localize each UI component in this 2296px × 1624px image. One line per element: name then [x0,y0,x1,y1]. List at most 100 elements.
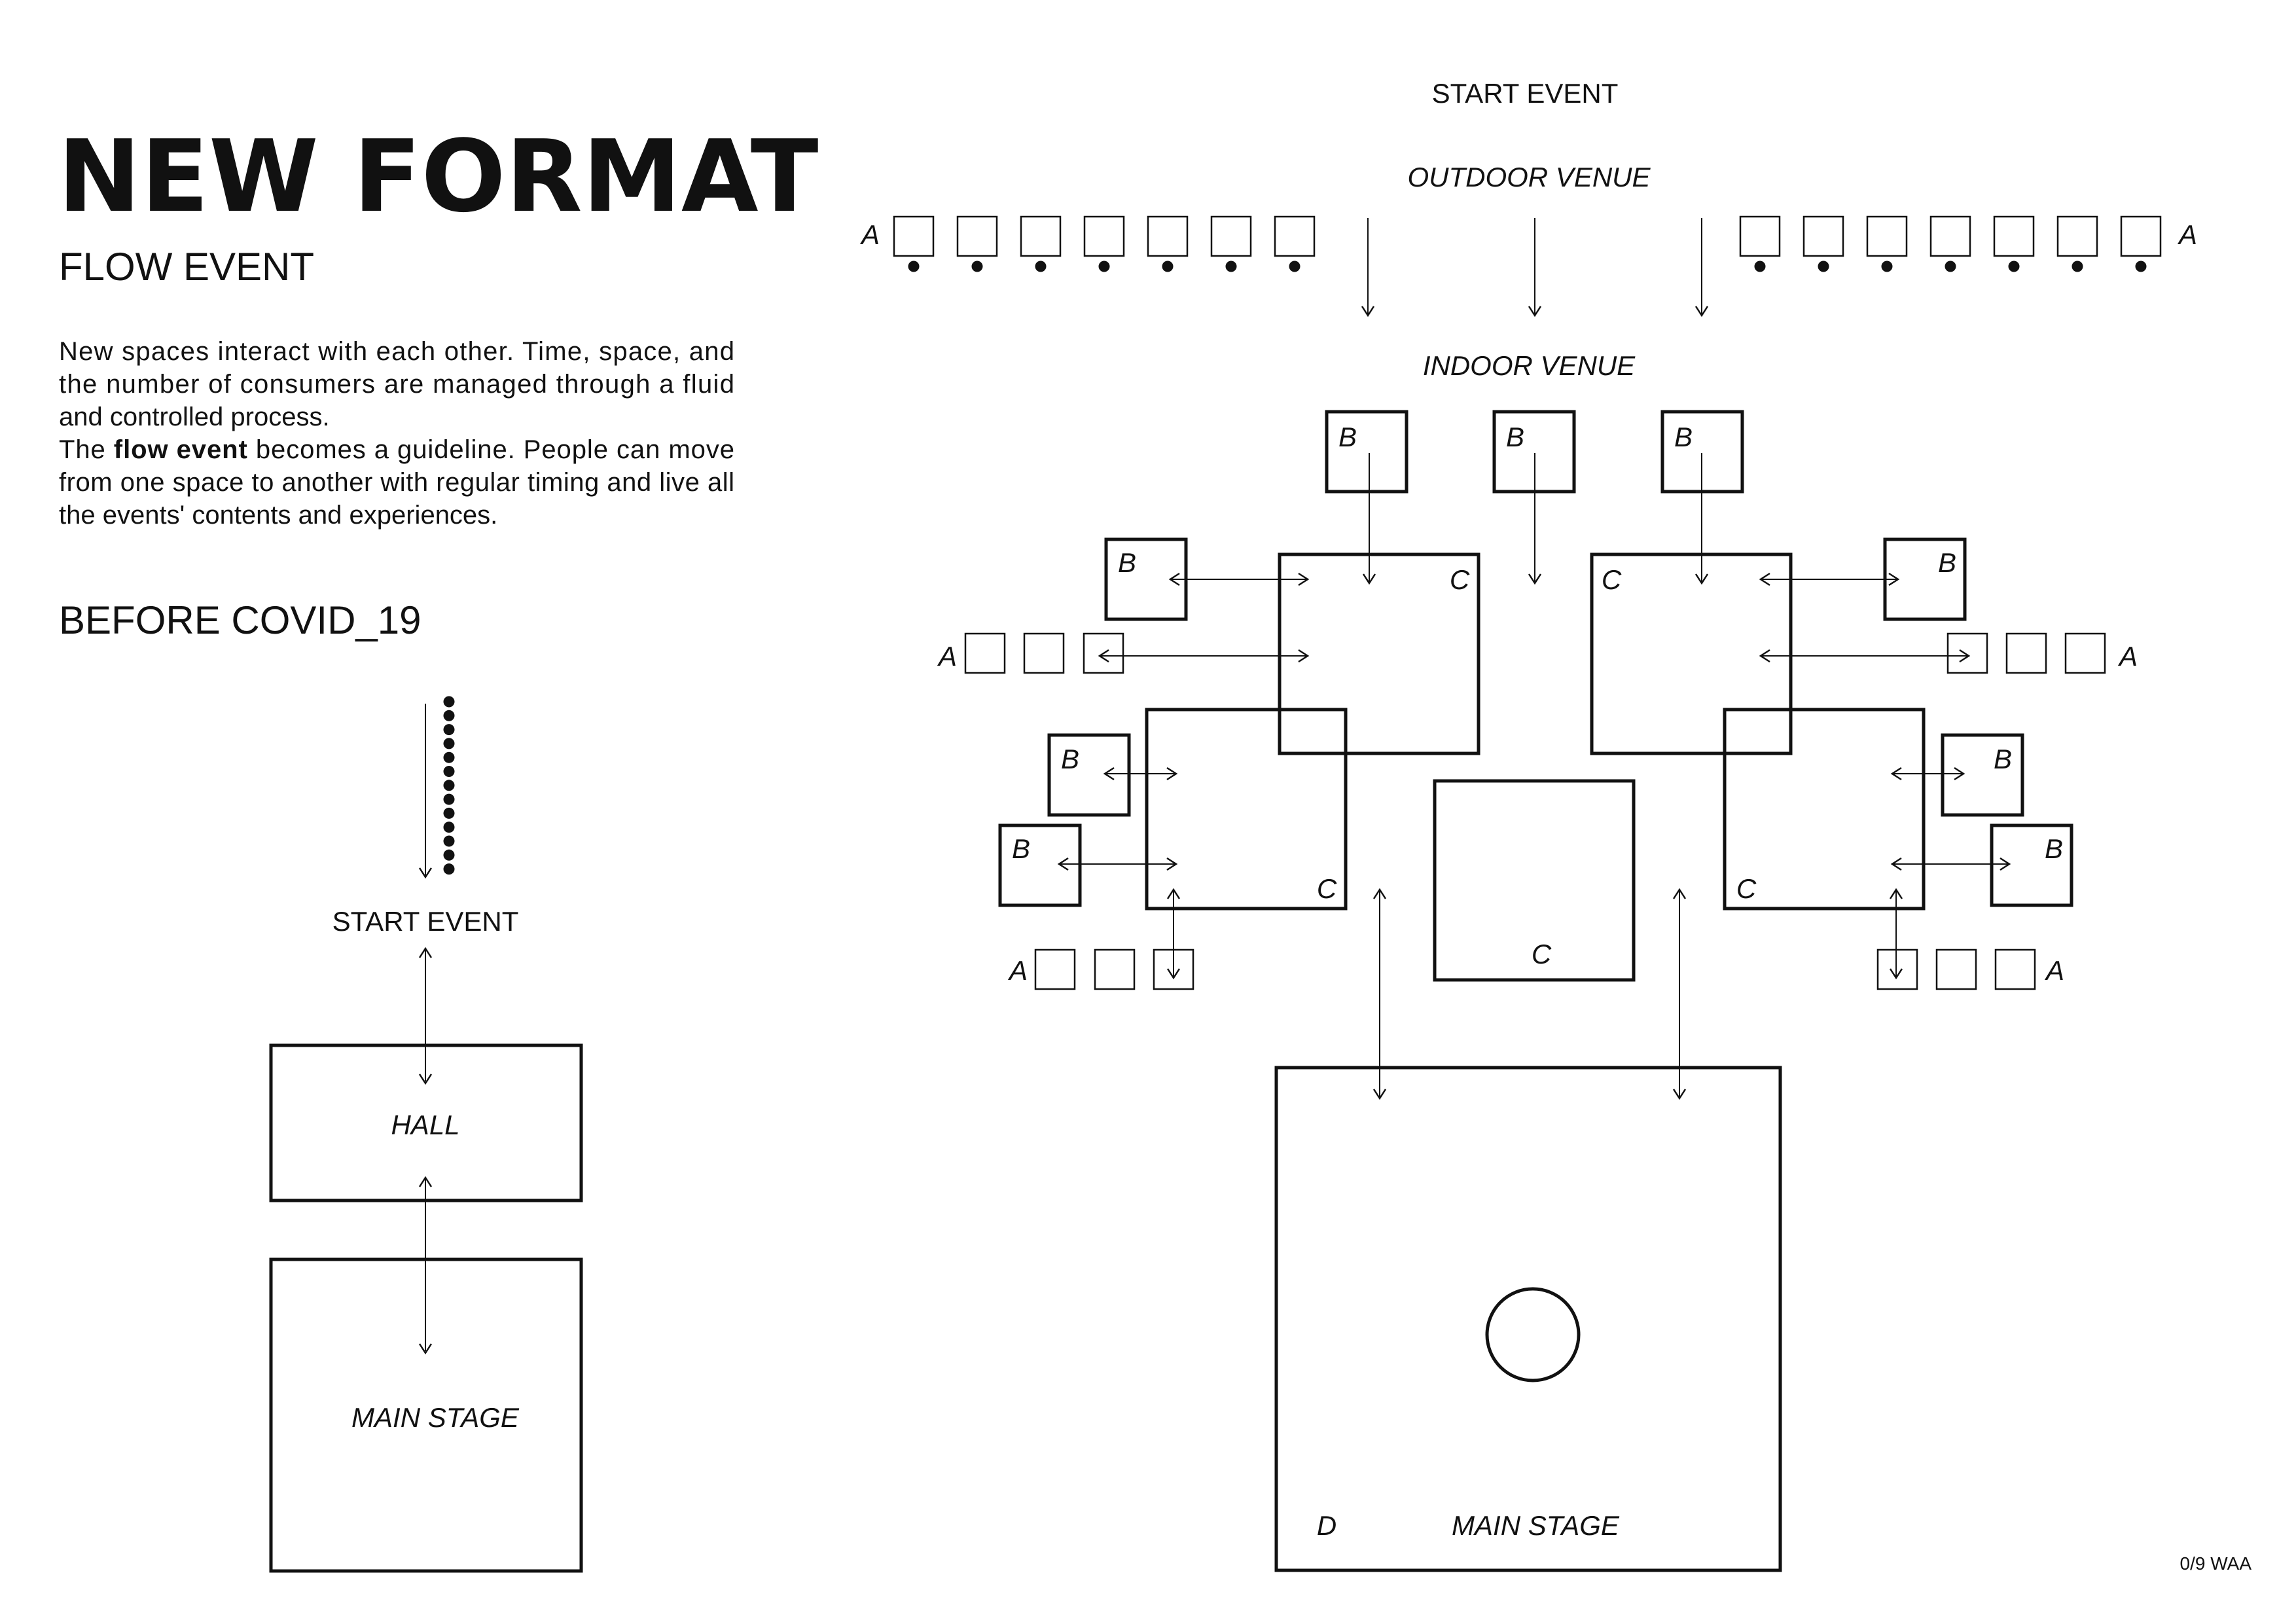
room-b-left-3 [998,823,1082,907]
intro-line-5: from one space to another with regular t… [59,468,734,497]
mid-right-a-box-1 [1946,632,1988,674]
entrance-dot [1162,261,1174,272]
mid-left-a-box-3 [1083,632,1124,674]
outdoor-left-a-label: A [859,219,880,250]
low-right-a-label: A [2044,955,2064,986]
queue-dot [443,738,455,749]
low-left-a-box-2 [1094,948,1136,990]
room-d-label: D [1317,1510,1336,1541]
entrance-dot [2008,261,2020,272]
room-c-upper-left-label: C [1450,564,1470,595]
entrance-dot [1289,261,1300,272]
entrance-box [1083,215,1125,257]
entrance-dot [1754,261,1766,272]
intro-line-3: and controlled process. [59,403,330,431]
queue-dot [443,710,455,721]
room-c-center-label: C [1532,939,1552,969]
entrance-box [1020,215,1062,257]
indoor-venue-label: INDOOR VENUE [1423,350,1636,381]
intro-line-6: the events' contents and experiences. [59,501,497,530]
room-b-right-3-label: B [2045,833,2063,864]
outdoor-venue-label: OUTDOOR VENUE [1407,162,1651,192]
left-flow-arrows [1057,572,1310,980]
entrance-dot [1945,261,1956,272]
queue-dot [443,807,455,819]
room-b-top-2-label: B [1506,422,1524,452]
low-right-a-box-1 [1876,948,1918,990]
room-b-right-3 [1990,823,2073,907]
mid-left-a-box-1 [964,632,1006,674]
outdoor-right-a-label: A [2177,219,2197,250]
queue-dot [443,849,455,861]
room-c-lower-left-label: C [1317,873,1337,904]
entrance-dot [1881,261,1893,272]
room-b-top-1 [1325,410,1408,494]
right-flow-arrows [1759,572,2011,980]
mid-right-a-box-2 [2005,632,2047,674]
page-subtitle: FLOW EVENT [59,245,314,289]
entrance-box [2056,215,2098,257]
room-c-upper-right [1590,552,1793,755]
queue-dot [443,835,455,847]
mid-left-a-label: A [937,641,957,672]
outdoor-queue-rows [893,215,2162,272]
entrance-dot [908,261,920,272]
entrance-dot [1098,261,1110,272]
entrance-box [1147,215,1189,257]
entrance-box [956,215,998,257]
entrance-box [893,215,935,257]
entrance-box [1993,215,2035,257]
room-b-left-2 [1047,733,1131,817]
stage-circle [1485,1287,1581,1382]
before-covid-heading: BEFORE COVID_19 [59,598,422,642]
queue-dot [443,863,455,875]
intro-line-4: The flow event becomes a guideline. Peop… [59,435,734,464]
room-c-lower-right [1723,708,1926,911]
entrance-dot [1818,261,1829,272]
room-b-right-1-label: B [1938,547,1956,578]
room-b-top-3-label: B [1674,422,1693,452]
flow-start-event-label: START EVENT [1432,78,1619,109]
page-code: 0/9 WAA [2180,1553,2252,1574]
room-c-lower-right-label: C [1736,873,1757,904]
room-c-upper-right-label: C [1602,564,1622,595]
low-right-a-box-2 [1935,948,1977,990]
flow-main-stage-label: MAIN STAGE [1452,1510,1620,1541]
queue-dots [443,696,455,875]
low-left-a-label: A [1007,955,1028,986]
low-right-a-box-3 [1994,948,2036,990]
room-b-left-3-label: B [1012,833,1030,864]
room-b-left-1-label: B [1118,547,1136,578]
queue-dot [443,766,455,777]
flow-event-layout: START EVENT OUTDOOR VENUE A A INDOOR VEN… [859,78,2197,1572]
intro-line-1: New spaces interact with each other. Tim… [59,337,734,366]
main-stage-room-d [1274,1066,1782,1572]
entrance-dot [2072,261,2083,272]
room-b-right-2 [1941,733,2024,817]
room-b-right-2-label: B [1994,744,2012,774]
queue-dot [443,751,455,763]
before-covid-diagram: START EVENT HALL MAIN STAGE [269,696,583,1573]
page-title: NEW FORMAT [58,118,819,234]
intro-line-4-pre: The [59,435,113,464]
room-b-top-1-label: B [1338,422,1357,452]
low-left-a-box-1 [1034,948,1076,990]
intro-line-2: the number of consumers are managed thro… [59,370,734,399]
queue-dot [443,821,455,833]
hall-label: HALL [391,1110,459,1140]
entrance-box [2120,215,2162,257]
queue-dot [443,696,455,708]
queue-dot [443,793,455,805]
queue-dot [443,724,455,736]
intro-line-4-bold: flow event [114,435,247,464]
room-c-center [1433,779,1636,982]
entrance-box [1274,215,1316,257]
entrance-box [1210,215,1252,257]
before-start-event-label: START EVENT [332,906,519,937]
entrance-dot [971,261,983,272]
entrance-dot [1035,261,1047,272]
room-c-lower-left [1145,708,1348,911]
mid-right-a-label: A [2117,641,2138,672]
intro-line-4-post: becomes a guideline. People can move [248,435,734,464]
